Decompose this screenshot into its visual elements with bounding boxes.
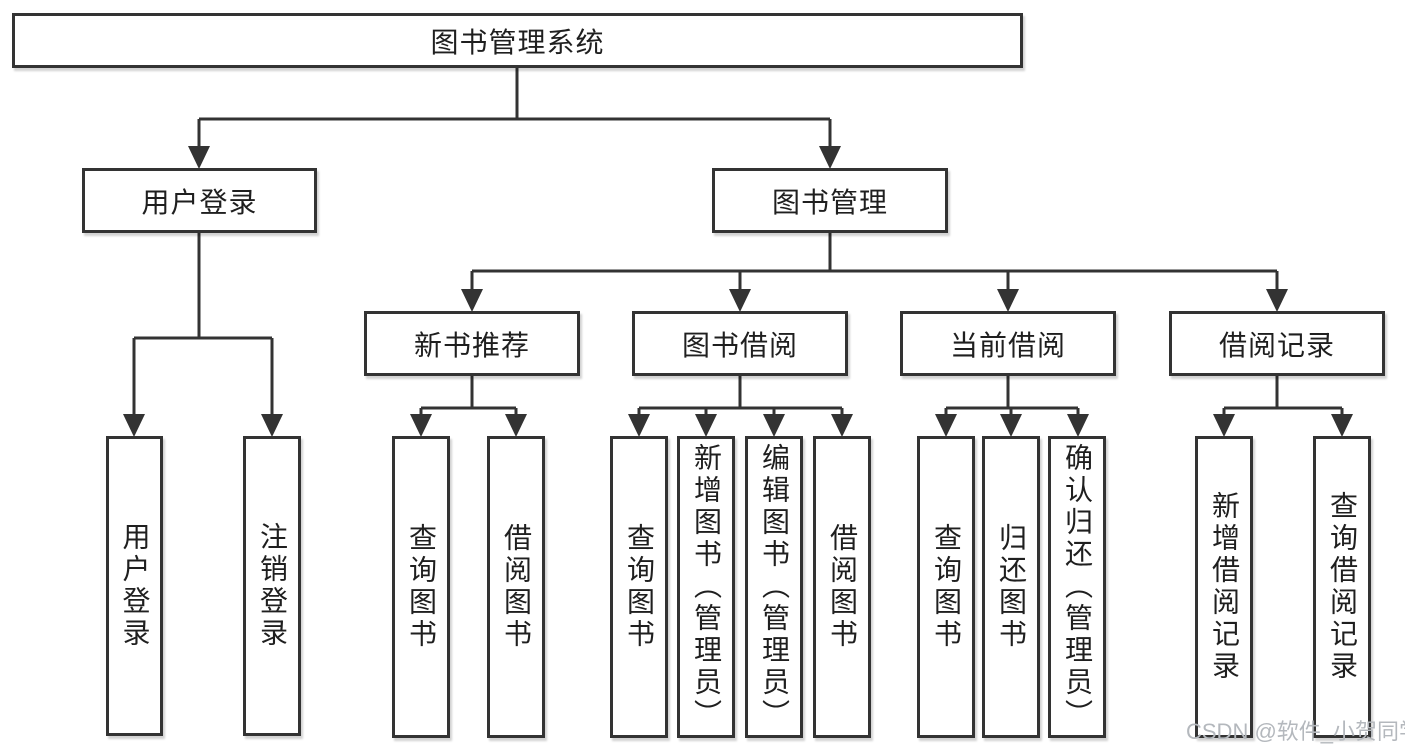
node-new-book-recommend: 新书推荐 (364, 311, 580, 376)
csdn-watermark: CSDN @软件_小贺同学 (1186, 719, 1405, 744)
leaf-add-borrow-record: 新增借阅记录 (1195, 436, 1253, 738)
node-borrowing-records: 借阅记录 (1169, 311, 1385, 376)
leaf-query-books-current: 查询图书 (917, 436, 975, 738)
leaf-edit-books-admin: 编辑图书（管理员） (745, 436, 803, 738)
leaf-add-books-admin: 新增图书（管理员） (677, 436, 735, 738)
leaf-query-books-recommend: 查询图书 (392, 436, 450, 738)
node-current-borrowing: 当前借阅 (900, 311, 1116, 376)
leaf-user-login: 用户登录 (106, 436, 163, 736)
leaf-query-books-borrowing: 查询图书 (610, 436, 668, 738)
node-book-management: 图书管理 (712, 168, 948, 233)
node-user-login: 用户登录 (82, 168, 317, 233)
node-book-borrowing: 图书借阅 (632, 311, 848, 376)
leaf-confirm-return-admin: 确认归还（管理员） (1048, 436, 1106, 738)
leaf-logout: 注销登录 (243, 436, 301, 736)
leaf-borrow-books-borrowing: 借阅图书 (813, 436, 871, 738)
leaf-borrow-books-recommend: 借阅图书 (487, 436, 545, 738)
leaf-return-books: 归还图书 (982, 436, 1040, 738)
leaf-query-borrow-record: 查询借阅记录 (1313, 436, 1371, 738)
node-system-root: 图书管理系统 (12, 13, 1023, 68)
